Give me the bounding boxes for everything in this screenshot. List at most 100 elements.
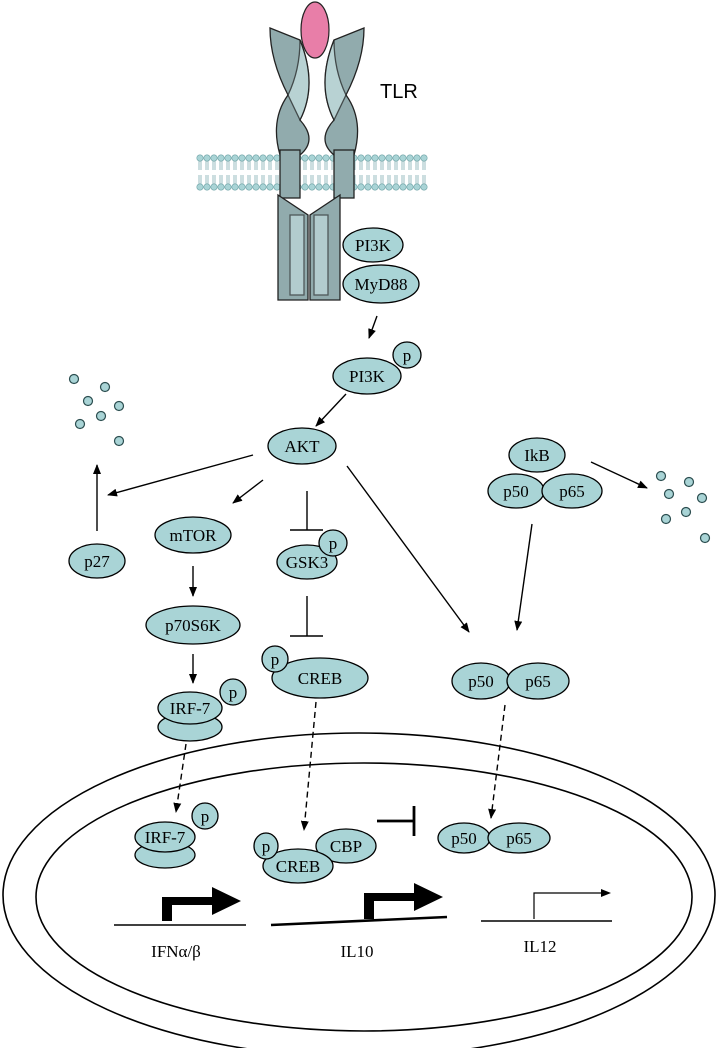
svg-text:p: p — [229, 683, 238, 702]
myd88-node: MyD88 — [342, 264, 420, 304]
lipid-head — [399, 183, 407, 191]
nucleus-outer-membrane — [2, 732, 716, 1048]
lipid-head — [357, 154, 365, 162]
lipid-head — [385, 154, 393, 162]
ligand — [300, 1, 330, 59]
svg-text:p65: p65 — [506, 829, 532, 848]
lipid-head — [406, 154, 414, 162]
lipid-head — [308, 183, 316, 191]
svg-text:MyD88: MyD88 — [355, 275, 408, 294]
lipid-head — [196, 154, 204, 162]
lipid-head — [413, 154, 421, 162]
nucleus-inner-membrane — [35, 762, 693, 1032]
lipid-head — [217, 183, 225, 191]
lipid-head — [315, 154, 323, 162]
svg-text:PI3K: PI3K — [355, 236, 392, 255]
cell-membrane — [196, 154, 428, 191]
p65-nucleus-node: p65 — [487, 822, 551, 854]
svg-text:p50: p50 — [468, 672, 494, 691]
lipid-head — [420, 154, 428, 162]
svg-text:CBP: CBP — [330, 837, 362, 856]
lipid-head — [378, 183, 386, 191]
svg-text:CREB: CREB — [276, 857, 320, 876]
lipid-head — [238, 154, 246, 162]
svg-text:p70S6K: p70S6K — [165, 616, 221, 635]
lipid-head — [266, 183, 274, 191]
pi3k-receptor-node: PI3K — [342, 227, 404, 263]
lipid-head — [399, 154, 407, 162]
ifn-gene-promoter — [114, 887, 246, 926]
ikb-node: IkB — [508, 437, 566, 473]
creb-cytoplasm-node: CREB p — [261, 645, 369, 699]
lipid-head — [392, 154, 400, 162]
lipid-head — [371, 154, 379, 162]
svg-text:p: p — [403, 346, 412, 365]
lipid-head — [245, 154, 253, 162]
lipid-head — [238, 183, 246, 191]
svg-text:IRF-7: IRF-7 — [145, 828, 186, 847]
lipid-head — [245, 183, 253, 191]
p65-cytoplasm-node: p65 — [541, 473, 603, 509]
p70s6k-node: p70S6K — [145, 605, 241, 645]
lipid-head — [259, 183, 267, 191]
lipid-head — [385, 183, 393, 191]
lipid-head — [203, 183, 211, 191]
svg-text:IRF-7: IRF-7 — [170, 699, 211, 718]
lipid-head — [322, 154, 330, 162]
ifn-gene-label: IFNα/β — [151, 942, 201, 961]
lipid-head — [203, 154, 211, 162]
irf7-nucleus-node: IRF-7 p — [134, 802, 219, 869]
svg-text:IkB: IkB — [524, 446, 550, 465]
inhibition-lines — [290, 491, 416, 836]
lipid-head — [266, 154, 274, 162]
lipid-head — [252, 154, 260, 162]
lipid-head — [196, 183, 204, 191]
lipid-head — [224, 154, 232, 162]
lipid-head — [378, 154, 386, 162]
lipid-head — [364, 183, 372, 191]
svg-text:p: p — [329, 534, 338, 553]
lipid-head — [301, 183, 309, 191]
gsk3-node: GSK3 p — [276, 529, 348, 580]
activation-arrows — [93, 315, 648, 684]
svg-text:p27: p27 — [84, 552, 110, 571]
p65-mid-node: p65 — [506, 662, 570, 700]
svg-text:p: p — [201, 807, 210, 826]
lipid-head — [273, 183, 281, 191]
lipid-head — [301, 154, 309, 162]
svg-text:p65: p65 — [559, 482, 585, 501]
degradation-dots-left — [68, 373, 125, 447]
lipid-head — [392, 183, 400, 191]
lipid-head — [231, 154, 239, 162]
svg-text:p: p — [271, 650, 280, 669]
lipid-head — [420, 183, 428, 191]
lipid-head — [224, 183, 232, 191]
svg-text:AKT: AKT — [285, 437, 321, 456]
svg-text:mTOR: mTOR — [170, 526, 218, 545]
lipid-head — [217, 154, 225, 162]
lipid-head — [406, 183, 414, 191]
lipid-head — [210, 154, 218, 162]
il12-gene-promoter — [481, 889, 612, 922]
mtor-node: mTOR — [154, 516, 232, 554]
tlr-receptor — [269, 27, 365, 301]
lipid-head — [364, 154, 372, 162]
svg-text:PI3K: PI3K — [349, 367, 386, 386]
lipid-head — [308, 154, 316, 162]
cbp-node: CBP — [315, 828, 377, 864]
lipid-head — [273, 154, 281, 162]
translocation-arrows — [173, 701, 506, 831]
il12-gene-label: IL12 — [523, 937, 556, 956]
lipid-head — [315, 183, 323, 191]
svg-text:p50: p50 — [451, 829, 477, 848]
svg-text:p: p — [262, 837, 271, 856]
creb-nucleus-node: CREB p — [253, 832, 334, 884]
akt-node: AKT — [267, 427, 337, 465]
svg-text:GSK3: GSK3 — [286, 553, 329, 572]
svg-text:CREB: CREB — [298, 669, 342, 688]
lipid-head — [413, 183, 421, 191]
lipid-head — [252, 183, 260, 191]
lipid-head — [210, 183, 218, 191]
lipid-head — [322, 183, 330, 191]
p27-node: p27 — [68, 543, 126, 579]
